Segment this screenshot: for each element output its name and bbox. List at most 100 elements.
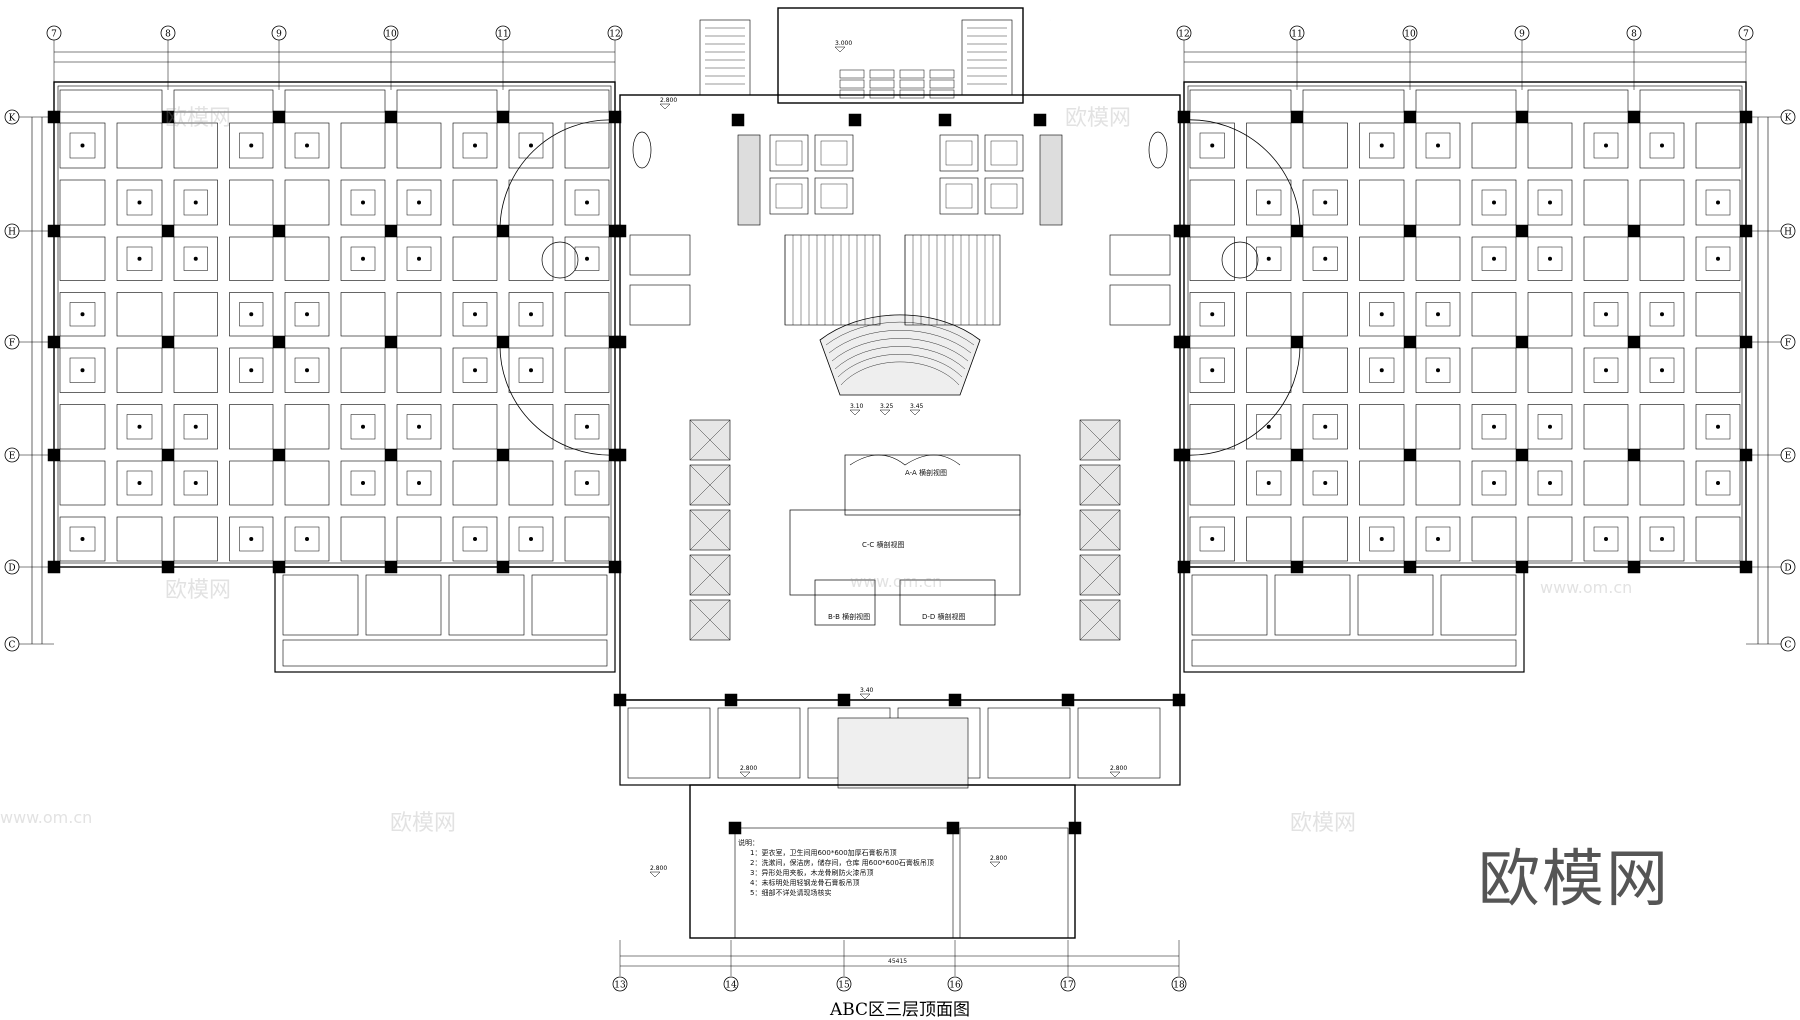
ceiling-panel bbox=[1472, 123, 1516, 168]
ceiling-light-icon bbox=[1548, 425, 1552, 429]
ceiling-panel bbox=[285, 461, 329, 505]
ceiling-panel bbox=[930, 90, 954, 98]
coffered-ceiling-panel bbox=[815, 178, 853, 214]
level-marker-icon bbox=[850, 410, 860, 415]
ceiling-panel bbox=[1416, 461, 1460, 505]
grid-row-D-label: D bbox=[8, 564, 15, 574]
coffered-ceiling-panel bbox=[770, 178, 808, 214]
column bbox=[1404, 449, 1416, 461]
ceiling-light-icon bbox=[529, 144, 533, 148]
level-marker-icon bbox=[990, 862, 1000, 867]
lobby-arc bbox=[500, 120, 615, 231]
column bbox=[732, 114, 744, 126]
column bbox=[1291, 111, 1303, 123]
watermark-url: www.om.cn bbox=[850, 572, 942, 591]
section-a-arch bbox=[850, 455, 960, 465]
ceiling-panel bbox=[1528, 517, 1572, 561]
ceiling-light-icon bbox=[1323, 201, 1327, 205]
ceiling-light-icon bbox=[194, 425, 198, 429]
note-item: 4：未标明处用轻钢龙骨石膏板吊顶 bbox=[738, 878, 934, 888]
column bbox=[1173, 694, 1185, 706]
column bbox=[947, 822, 959, 834]
ceiling-light-icon bbox=[1604, 368, 1608, 372]
ceiling-light-grid bbox=[700, 20, 750, 95]
ceiling-panel bbox=[870, 90, 894, 98]
ceiling-panel bbox=[988, 708, 1070, 778]
ceiling-light-icon bbox=[81, 312, 85, 316]
ceiling-light-icon bbox=[138, 257, 142, 261]
fan-shaped-ceiling bbox=[820, 315, 980, 395]
column bbox=[614, 694, 626, 706]
ceiling-panel bbox=[453, 461, 497, 505]
ceiling-panel bbox=[230, 461, 274, 505]
ceiling-panel bbox=[1584, 180, 1628, 225]
column bbox=[1034, 114, 1046, 126]
ceiling-panel bbox=[1584, 461, 1628, 505]
grid-axis-16-label: 16 bbox=[949, 981, 961, 991]
column bbox=[497, 225, 509, 237]
ceiling-panel bbox=[1528, 348, 1572, 393]
column bbox=[1628, 225, 1640, 237]
ceiling-panel bbox=[1192, 575, 1267, 635]
column bbox=[1628, 449, 1640, 461]
room-outline bbox=[630, 235, 690, 275]
oval-light-feature bbox=[1149, 132, 1167, 168]
ceiling-light-icon bbox=[1436, 368, 1440, 372]
column bbox=[1291, 225, 1303, 237]
ceiling-panel bbox=[341, 123, 385, 168]
coffered-ceiling-panel bbox=[770, 135, 808, 171]
column bbox=[162, 336, 174, 348]
ceiling-panel bbox=[509, 90, 609, 112]
column bbox=[1174, 225, 1186, 237]
column bbox=[48, 225, 60, 237]
ceiling-light-icon bbox=[585, 425, 589, 429]
coffered-ceiling-inner bbox=[991, 141, 1017, 165]
grid-row-H-label: H bbox=[1784, 228, 1792, 238]
grid-row-K-label: K bbox=[9, 114, 16, 124]
ceiling-panel bbox=[1640, 180, 1684, 225]
ceiling-light-icon bbox=[305, 312, 309, 316]
ceiling-panel bbox=[1303, 517, 1348, 561]
corridor-outline bbox=[283, 640, 607, 666]
ceiling-light-icon bbox=[417, 257, 421, 261]
ceiling-panel bbox=[285, 180, 329, 225]
grid-row-C-label: C bbox=[1785, 641, 1792, 651]
grid-axis-8-label: 8 bbox=[1631, 30, 1637, 40]
column bbox=[1628, 111, 1640, 123]
wing-lower-outline bbox=[275, 567, 615, 672]
ceiling-panel bbox=[565, 517, 609, 561]
ceiling-light-icon bbox=[473, 537, 477, 541]
ceiling-light-icon bbox=[81, 144, 85, 148]
column bbox=[1516, 225, 1528, 237]
grid-row-E-label: E bbox=[1785, 452, 1792, 462]
ceiling-panel bbox=[1190, 237, 1235, 281]
column bbox=[273, 336, 285, 348]
ceiling-panel bbox=[509, 405, 553, 450]
ceiling-panel bbox=[117, 123, 162, 168]
ceiling-panel bbox=[60, 237, 105, 281]
column bbox=[1516, 111, 1528, 123]
column bbox=[385, 336, 397, 348]
watermark-text: 欧模网 bbox=[1290, 805, 1356, 837]
ceiling-light-icon bbox=[585, 481, 589, 485]
ceiling-light-icon bbox=[1380, 368, 1384, 372]
ceiling-light-icon bbox=[417, 425, 421, 429]
column bbox=[849, 114, 861, 126]
decorative-strip bbox=[1040, 135, 1062, 225]
ceiling-panel bbox=[230, 237, 274, 281]
total-dimension: 45415 bbox=[888, 958, 907, 965]
ceiling-light-icon bbox=[305, 537, 309, 541]
central-tower-outline bbox=[778, 8, 1023, 103]
ceiling-panel bbox=[1303, 123, 1348, 168]
ceiling-panel bbox=[60, 90, 162, 112]
grid-axis-15-label: 15 bbox=[838, 981, 850, 991]
ceiling-panel bbox=[1190, 405, 1235, 450]
ceiling-panel bbox=[1247, 123, 1292, 168]
grid-axis-12-label: 12 bbox=[1178, 30, 1189, 40]
column bbox=[497, 111, 509, 123]
ceiling-panel bbox=[1360, 180, 1405, 225]
ceiling-light-icon bbox=[1323, 425, 1327, 429]
ceiling-light-icon bbox=[138, 481, 142, 485]
grid-row-H-label: H bbox=[8, 228, 16, 238]
column bbox=[1404, 561, 1416, 573]
